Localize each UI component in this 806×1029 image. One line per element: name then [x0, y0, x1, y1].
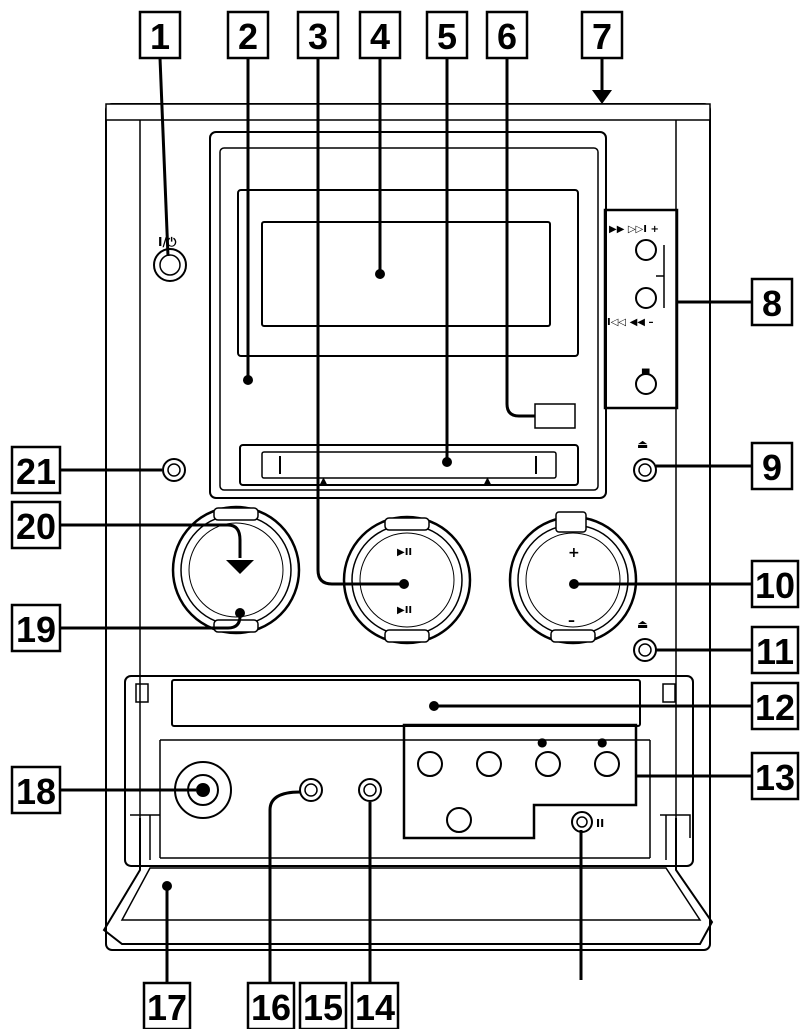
callout-boxes: [10, 10, 800, 1029]
tape-button-2[interactable]: [476, 751, 502, 777]
button-14[interactable]: [358, 778, 382, 802]
rec-dot-1: ●: [537, 735, 547, 749]
slot-mark-right: ▲: [484, 476, 491, 486]
callout-18: 18: [16, 771, 56, 812]
tape-button-5[interactable]: [594, 751, 620, 777]
eject-11-label: ⏏: [637, 617, 648, 631]
callout-15: 15: [303, 987, 343, 1028]
callout-21: 21: [16, 451, 56, 492]
stop-label: ■: [641, 367, 650, 378]
tape-button-3[interactable]: [446, 807, 472, 833]
callout-10: 10: [755, 565, 795, 606]
tape-button-1[interactable]: [417, 751, 443, 777]
callout-1: 1: [150, 16, 170, 57]
callout-7: 7: [592, 16, 612, 57]
callout-12: 12: [755, 687, 795, 728]
pause-label: II: [596, 817, 604, 830]
play-pause-top-label: ▶II: [397, 547, 412, 558]
slot-mark-left: ▲: [320, 476, 327, 486]
callout-2: 2: [238, 16, 258, 57]
callout-17: 17: [147, 987, 187, 1028]
callout-9: 9: [762, 447, 782, 488]
callout-11: 11: [756, 631, 794, 672]
eject-button-9[interactable]: [633, 458, 657, 482]
leader-dots: [162, 269, 579, 891]
volume-dial[interactable]: [508, 511, 638, 645]
power-button[interactable]: [153, 248, 187, 282]
rew-prev-label: I◁◁ ◀◀ –: [607, 317, 653, 328]
pause-button[interactable]: [571, 811, 593, 833]
eject-9-label: ⏏: [637, 437, 648, 451]
volume-minus-label: –: [568, 613, 575, 629]
tape-button-group: [402, 723, 638, 840]
callout-13: 13: [755, 757, 795, 798]
left-small-button[interactable]: [162, 458, 186, 482]
arrow-20: [226, 560, 254, 574]
rew-prev-button[interactable]: [635, 287, 657, 309]
play-pause-bottom-label: ▶II: [397, 605, 412, 616]
ffwd-next-button[interactable]: [635, 239, 657, 261]
callout-19: 19: [16, 609, 56, 650]
eject-button-11[interactable]: [633, 638, 657, 662]
callout-8: 8: [762, 283, 782, 324]
arrow-7: [592, 90, 612, 104]
button-16[interactable]: [299, 778, 323, 802]
leader-lines: [60, 57, 752, 988]
stop-button[interactable]: [635, 373, 657, 395]
ffwd-next-label: ▶▶ ▷▷I +: [609, 224, 659, 235]
callout-14: 14: [355, 987, 395, 1028]
callout-numbers: 1 2 3 4 5 6 7 8 9 10 11 12 13 14 15 16 1…: [16, 16, 795, 1028]
play-pause-dial[interactable]: [342, 515, 472, 645]
rec-dot-2: ●: [597, 735, 607, 749]
callout-3: 3: [308, 16, 328, 57]
callout-4: 4: [370, 16, 390, 57]
callout-20: 20: [16, 506, 56, 547]
transport-button-panel: [603, 208, 679, 410]
callout-6: 6: [497, 16, 517, 57]
volume-plus-label: +: [568, 545, 580, 561]
front-flap[interactable]: [102, 814, 714, 945]
callout-5: 5: [437, 16, 457, 57]
tape-button-4[interactable]: [535, 751, 561, 777]
callout-16: 16: [251, 987, 291, 1028]
